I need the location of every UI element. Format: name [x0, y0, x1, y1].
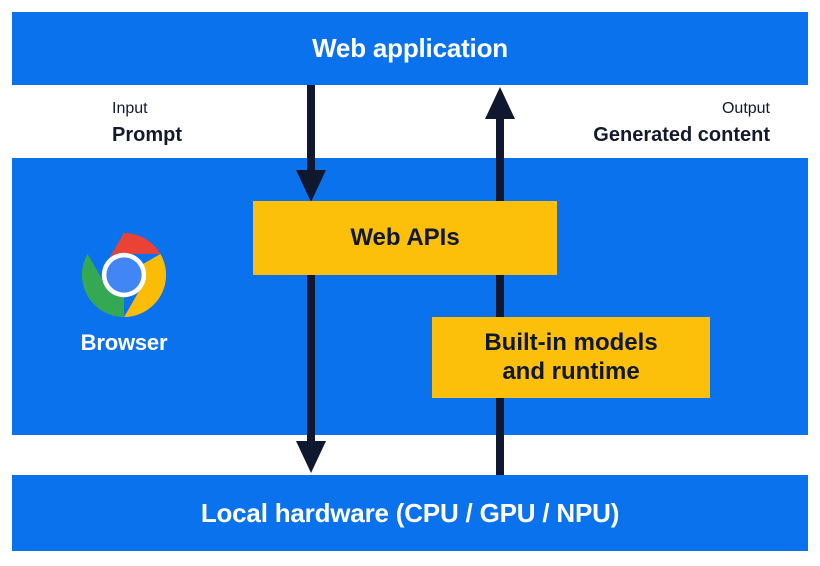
- component-builtin-models-line1: Built-in models: [484, 329, 658, 357]
- chrome-logo-icon: [81, 232, 167, 318]
- component-builtin-models-and-runtime[interactable]: Built-in models and runtime: [432, 317, 710, 398]
- component-web-apis-label: Web APIs: [350, 223, 460, 251]
- component-builtin-models-line2: and runtime: [502, 357, 640, 385]
- component-builtin-models-label: Built-in models and runtime: [484, 329, 657, 386]
- io-output-kind: Output: [721, 100, 770, 117]
- layer-local-hardware: [12, 475, 808, 551]
- io-input-kind: Input: [112, 100, 148, 117]
- layer-browser-label: Browser: [80, 330, 168, 355]
- flow-arrow-generated-up-shaft: [496, 118, 504, 476]
- flow-arrow-prompt-down-head-icon: [296, 170, 326, 202]
- flow-arrow-generated-up-head-icon: [485, 87, 515, 119]
- io-input-value: Prompt: [112, 124, 182, 146]
- browser-identity-group: Browser: [52, 232, 196, 380]
- flow-arrow-apis-to-hardware-head-icon: [296, 441, 326, 473]
- layer-web-application: [12, 12, 808, 85]
- flow-arrow-apis-to-hardware-shaft: [307, 275, 315, 443]
- io-input-annotation: Input Prompt: [112, 100, 182, 146]
- io-output-value: Generated content: [593, 124, 770, 146]
- component-web-apis[interactable]: Web APIs: [253, 201, 557, 275]
- flow-arrow-prompt-down-shaft: [307, 85, 315, 175]
- layer-web-application-label: Web application: [312, 33, 508, 63]
- io-output-annotation: Output Generated content: [593, 100, 770, 146]
- layer-local-hardware-label: Local hardware (CPU / GPU / NPU): [200, 498, 620, 528]
